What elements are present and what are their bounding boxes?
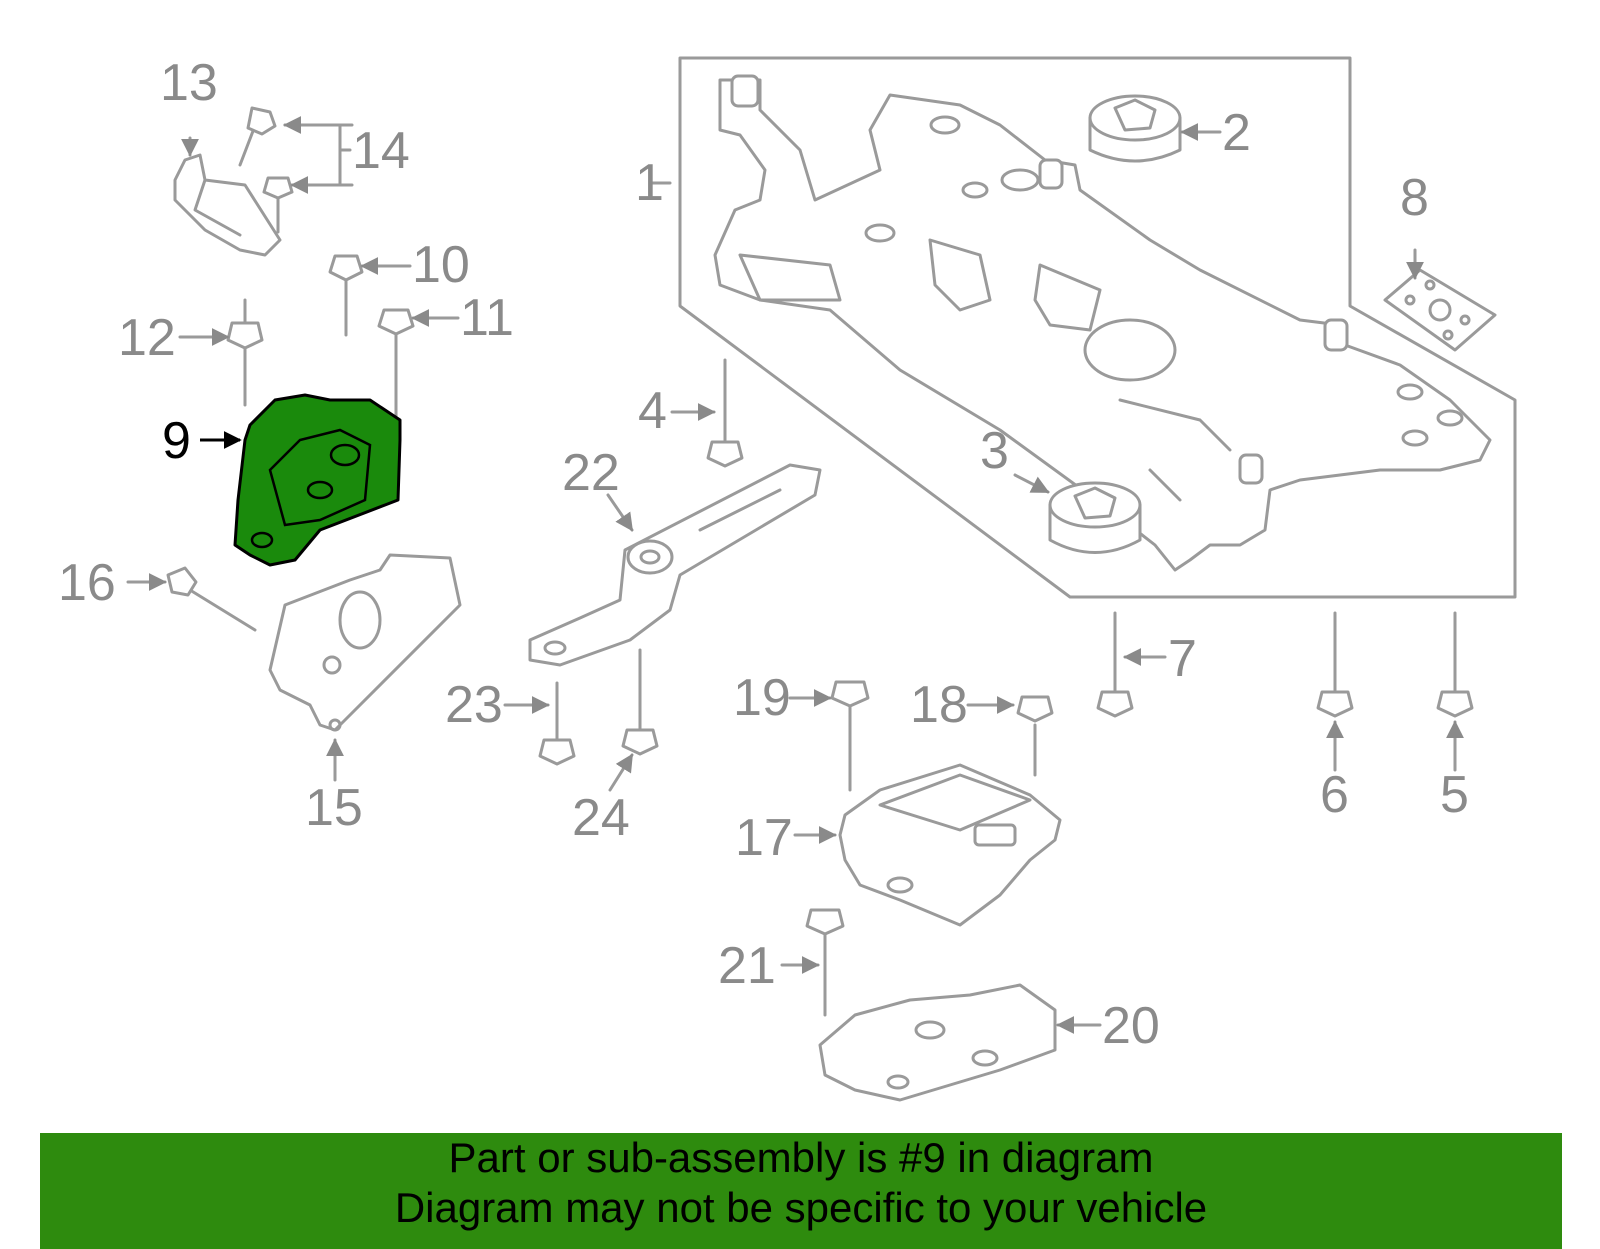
callout-3: 3 (980, 422, 1009, 480)
bracket-part-20 (818, 983, 1057, 1102)
callout-23: 23 (445, 676, 503, 734)
banner-line-1: Part or sub-assembly is #9 in diagram (448, 1134, 1154, 1181)
callout-8: 8 (1400, 169, 1429, 227)
callout-7: 7 (1168, 630, 1197, 688)
callout-1: 1 (635, 154, 664, 212)
subframe-group-frame (678, 56, 1517, 599)
bracket-part-15 (268, 553, 462, 732)
callout-19: 19 (733, 669, 791, 727)
callout-18: 18 (910, 676, 968, 734)
info-banner: Part or sub-assembly is #9 in diagram Di… (40, 1133, 1562, 1249)
callout-14: 14 (352, 122, 410, 180)
callout-4: 4 (638, 382, 667, 440)
bushing-part-2 (1088, 94, 1182, 163)
callout-2: 2 (1222, 104, 1251, 162)
callout-11: 11 (460, 289, 514, 347)
callout-10: 10 (412, 236, 470, 294)
bushing-part-3 (1048, 481, 1142, 554)
torque-arm-part-22 (528, 463, 822, 667)
callout-labels: 13 14 10 11 12 9 16 15 1 2 8 3 4 22 7 6 … (58, 54, 1469, 1055)
callout-20: 20 (1102, 997, 1160, 1055)
callout-21: 21 (718, 937, 776, 995)
callout-leaders (126, 116, 1464, 1034)
callout-6: 6 (1320, 766, 1349, 824)
subframe-part-1 (713, 74, 1492, 572)
callout-9: 9 (162, 412, 191, 470)
callout-13: 13 (160, 54, 218, 112)
shield-part-13 (173, 153, 282, 257)
engine-mount-part-9-highlighted[interactable] (233, 393, 402, 567)
callout-5: 5 (1440, 766, 1469, 824)
transmission-mount-part-17 (838, 763, 1062, 927)
callout-22: 22 (562, 444, 620, 502)
callout-15: 15 (305, 779, 363, 837)
plate-part-8 (1383, 268, 1497, 352)
banner-line-2: Diagram may not be specific to your vehi… (394, 1184, 1208, 1231)
callout-24: 24 (572, 789, 630, 847)
callout-17: 17 (735, 809, 793, 867)
callout-16: 16 (58, 554, 116, 612)
callout-12: 12 (118, 309, 176, 367)
